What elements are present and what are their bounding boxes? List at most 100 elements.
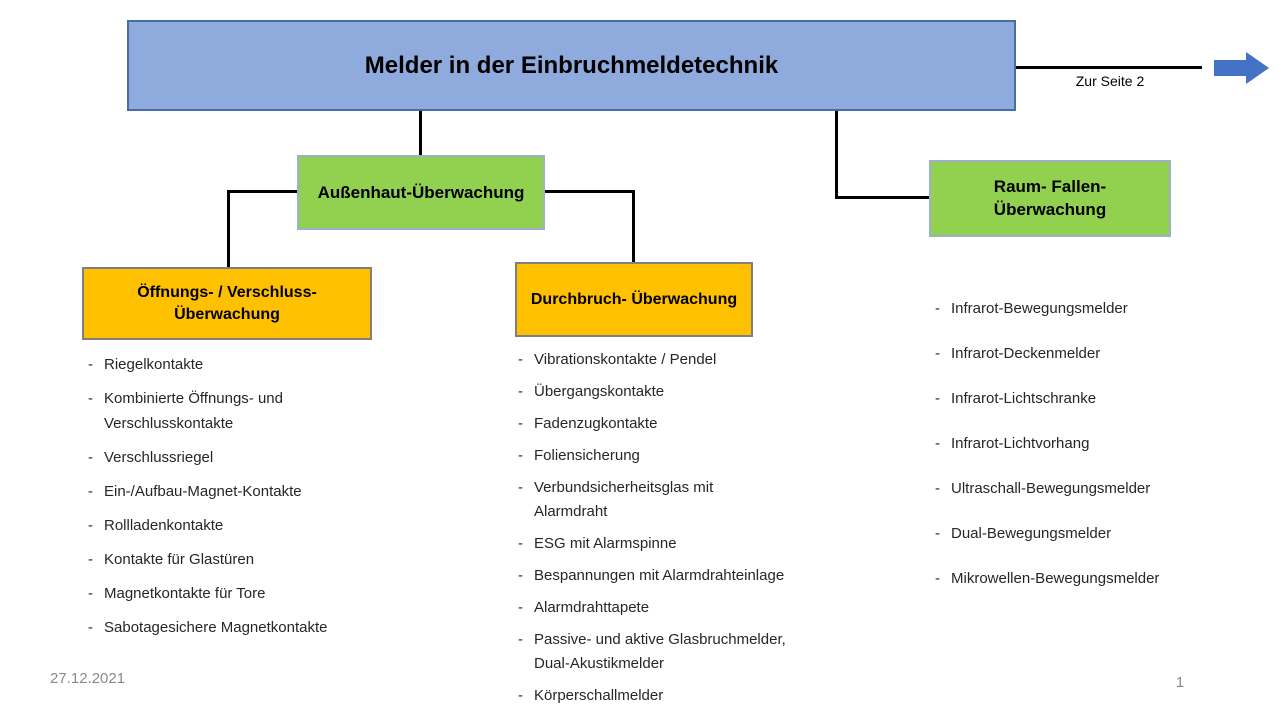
list-item-text: Verschlussriegel (104, 449, 214, 466)
list-item-text: ESG mit Alarmspinne (534, 535, 677, 552)
dash-bullet: - (935, 390, 940, 407)
list-item-text: Fadenzugkontakte (534, 415, 658, 432)
list-item: - Verbundsicherheitsglas mit Alarmdraht (518, 476, 863, 524)
oeffnungs-verschluss-box-label: Öffnungs- / Verschluss- Überwachung (137, 283, 317, 323)
dash-bullet: - (518, 447, 523, 464)
list-item-text: Mikrowellen-Bewegungsmelder (951, 570, 1160, 587)
dash-bullet: - (88, 517, 93, 534)
raum-fallen-box-label: Raum- Fallen- Überwachung (993, 176, 1107, 219)
page-number: 1 (1175, 674, 1185, 691)
aussenhaut-box: Außenhaut-Überwachung (297, 155, 545, 230)
list-item-text: Übergangskontakte (534, 383, 665, 400)
list-item: - Körperschallmelder (518, 684, 863, 708)
list-item: - Alarmdrahttapete (518, 596, 863, 620)
durchbruch-box-label: Durchbruch- Überwachung (530, 290, 738, 308)
dash-bullet: - (518, 415, 523, 432)
dash-bullet: - (88, 483, 93, 500)
list-item-text: Vibrationskontakte / Pendel (534, 351, 717, 368)
dash-bullet: - (935, 570, 940, 587)
raum-fallen-box: Raum- Fallen- Überwachung (929, 160, 1171, 237)
dash-bullet: - (518, 567, 523, 584)
connector-title-to-raumfallen-horizontal (835, 196, 929, 199)
dash-bullet: - (88, 356, 93, 373)
dash-bullet: - (935, 300, 940, 317)
page-title: Melder in der Einbruchmeldetechnik (364, 51, 779, 79)
list-item: - Passive- und aktive Glasbruchmelder, D… (518, 628, 863, 676)
durchbruch-list: - Vibrationskontakte / Pendel - Übergang… (518, 348, 863, 716)
dash-bullet: - (935, 435, 940, 452)
list-item: - Bespannungen mit Alarmdrahteinlage (518, 564, 863, 588)
list-item-text: Infrarot-Bewegungsmelder (951, 300, 1128, 317)
list-item: - Übergangskontakte (518, 380, 863, 404)
list-item: - Foliensicherung (518, 444, 863, 468)
dash-bullet: - (88, 449, 93, 466)
dash-bullet: - (88, 585, 93, 602)
list-item: - Magnetkontakte für Tore (88, 581, 388, 606)
list-item-text: Alarmdrahttapete (534, 599, 650, 616)
list-item-text: Kombinierte Öffnungs- und Verschlusskont… (104, 390, 283, 432)
list-item: - Fadenzugkontakte (518, 412, 863, 436)
footer-date: 27.12.2021 (50, 670, 126, 687)
dash-bullet: - (518, 687, 523, 704)
list-item: - Sabotagesichere Magnetkontakte (88, 615, 388, 640)
list-item: - Infrarot-Lichtschranke (935, 386, 1245, 411)
list-item-text: Magnetkontakte für Tore (104, 585, 266, 602)
list-item-text: Foliensicherung (534, 447, 640, 464)
dash-bullet: - (518, 479, 523, 496)
list-item-text: Infrarot-Lichtschranke (951, 390, 1097, 407)
list-item-text: Bespannungen mit Alarmdrahteinlage (534, 567, 785, 584)
list-item: - Kombinierte Öffnungs- und Verschlussko… (88, 386, 388, 436)
list-item-text: Riegelkontakte (104, 356, 204, 373)
list-item-text: Verbundsicherheitsglas mit Alarmdraht (534, 479, 714, 520)
list-item: - Verschlussriegel (88, 445, 388, 470)
list-item: - Ein-/Aufbau-Magnet-Kontakte (88, 479, 388, 504)
list-item-text: Kontakte für Glastüren (104, 551, 255, 568)
durchbruch-box: Durchbruch- Überwachung (515, 262, 753, 337)
connector-title-to-raumfallen-vertical (835, 111, 838, 199)
list-item: - Kontakte für Glastüren (88, 547, 388, 572)
connector-aussenhaut-to-oeffnungs-vertical (227, 190, 230, 267)
list-item: - Vibrationskontakte / Pendel (518, 348, 863, 372)
dash-bullet: - (518, 351, 523, 368)
connector-aussenhaut-to-durchbruch-horizontal (545, 190, 635, 193)
list-item-text: Körperschallmelder (534, 687, 664, 704)
dash-bullet: - (88, 551, 93, 568)
list-item-text: Passive- und aktive Glasbruchmelder, Dua… (534, 631, 786, 672)
list-item-text: Infrarot-Deckenmelder (951, 345, 1101, 362)
dash-bullet: - (518, 631, 523, 648)
connector-title-to-aussenhaut (419, 111, 422, 155)
list-item-text: Rollladenkontakte (104, 517, 224, 534)
dash-bullet: - (518, 383, 523, 400)
title-box: Melder in der Einbruchmeldetechnik (127, 20, 1016, 111)
list-item-text: Sabotagesichere Magnetkontakte (104, 619, 328, 636)
list-item: - Rollladenkontakte (88, 513, 388, 538)
list-item-text: Ein-/Aufbau-Magnet-Kontakte (104, 483, 302, 500)
list-item-text: Ultraschall-Bewegungsmelder (951, 480, 1151, 497)
aussenhaut-box-label: Außenhaut-Überwachung (317, 182, 525, 202)
next-page-arrow-icon[interactable] (1214, 50, 1270, 86)
connector-aussenhaut-to-durchbruch-vertical (632, 190, 635, 263)
list-item-text: Infrarot-Lichtvorhang (951, 435, 1090, 452)
list-item: - Infrarot-Deckenmelder (935, 341, 1245, 366)
dash-bullet: - (518, 535, 523, 552)
list-item: - Dual-Bewegungsmelder (935, 521, 1245, 546)
dash-bullet: - (935, 525, 940, 542)
raum-fallen-list: - Infrarot-Bewegungsmelder - Infrarot-De… (935, 296, 1245, 611)
dash-bullet: - (88, 390, 93, 407)
dash-bullet: - (88, 619, 93, 636)
dash-bullet: - (518, 599, 523, 616)
oeffnungs-verschluss-box: Öffnungs- / Verschluss- Überwachung (82, 267, 372, 340)
oeffnungs-list: - Riegelkontakte - Kombinierte Öffnungs-… (88, 352, 388, 649)
dash-bullet: - (935, 345, 940, 362)
list-item: - ESG mit Alarmspinne (518, 532, 863, 556)
connector-title-to-arrow (1016, 66, 1202, 69)
dash-bullet: - (935, 480, 940, 497)
list-item: - Ultraschall-Bewegungsmelder (935, 476, 1245, 501)
connector-aussenhaut-to-oeffnungs-horizontal (227, 190, 297, 193)
list-item-text: Dual-Bewegungsmelder (951, 525, 1112, 542)
list-item: - Riegelkontakte (88, 352, 388, 377)
list-item: - Infrarot-Lichtvorhang (935, 431, 1245, 456)
list-item: - Mikrowellen-Bewegungsmelder (935, 566, 1245, 591)
page-link-label[interactable]: Zur Seite 2 (1075, 73, 1145, 89)
